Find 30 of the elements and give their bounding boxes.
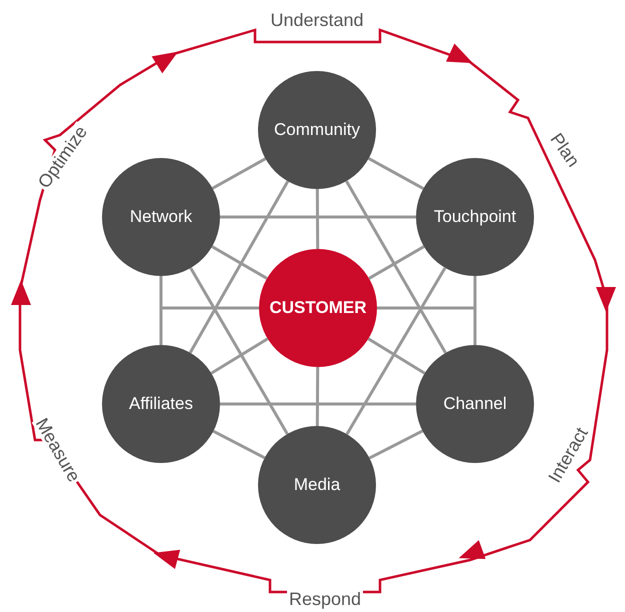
connector-line <box>212 157 266 190</box>
node-label: CUSTOMER <box>270 297 366 319</box>
node-label: Media <box>294 474 340 496</box>
connector-line <box>212 430 266 460</box>
connector-line <box>160 276 162 308</box>
connector-line <box>368 245 425 280</box>
connector-line <box>474 308 476 345</box>
connector-line <box>316 188 320 250</box>
connector-line <box>474 276 476 308</box>
connector-line <box>161 306 259 310</box>
connector-line <box>368 338 426 374</box>
connector-line <box>210 338 268 374</box>
connector-line <box>220 216 416 218</box>
connector-line <box>188 180 290 354</box>
node-label: Community <box>274 119 360 141</box>
node-label: Channel <box>443 393 507 415</box>
stage-label: Respond <box>286 590 364 608</box>
connector-line <box>368 157 424 190</box>
connector-line <box>160 308 162 345</box>
connector-line <box>377 306 475 310</box>
connector-line <box>220 402 416 406</box>
connector-line <box>368 430 424 460</box>
connector-line <box>346 267 446 435</box>
connector-line <box>189 267 289 435</box>
connector-line <box>316 367 320 426</box>
connector-line <box>211 245 268 280</box>
node-label: Affiliates <box>129 393 193 415</box>
node-label: Touchpoint <box>434 206 516 228</box>
node-label: Network <box>130 206 192 228</box>
connector-line <box>345 180 447 354</box>
